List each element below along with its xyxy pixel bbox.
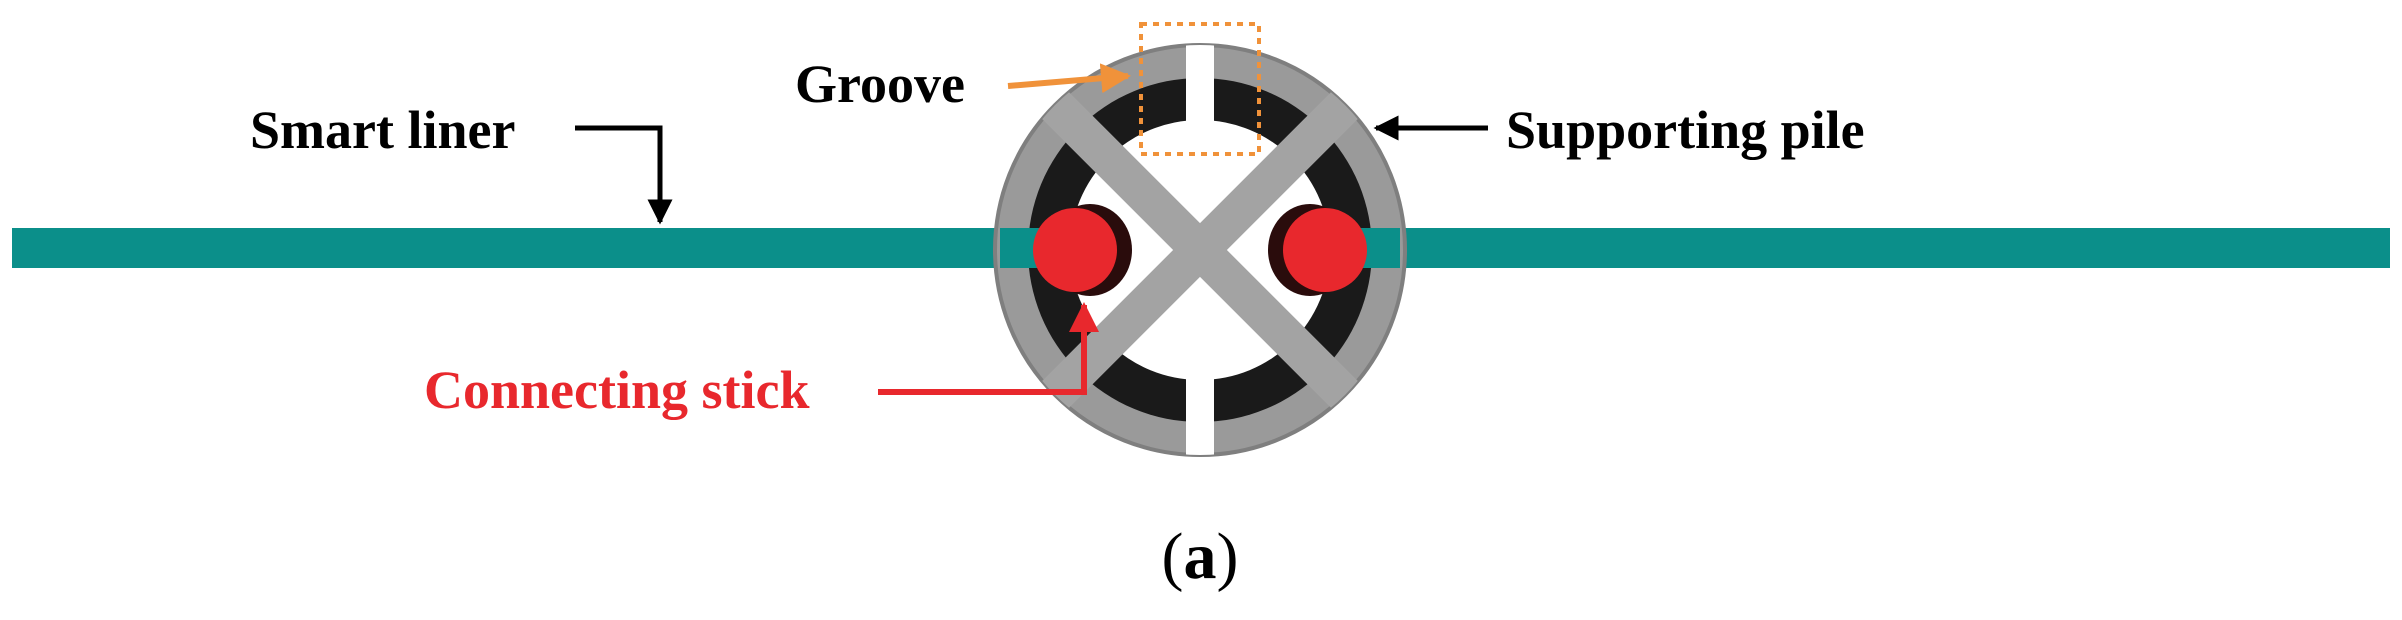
supporting-pile (993, 43, 1407, 457)
caption-close-paren: ) (1217, 520, 1239, 593)
groove-arrow (1007, 63, 1131, 94)
connecting-stick-label: Connecting stick (424, 360, 810, 420)
groove-label: Groove (795, 54, 965, 114)
connecting-stick-left (1033, 204, 1132, 296)
caption-letter: a (1184, 520, 1217, 593)
caption-open-paren: ( (1162, 520, 1184, 593)
figure-caption: (a) (1162, 520, 1239, 593)
connecting-stick-arrow (878, 302, 1099, 395)
smart-liner-label: Smart liner (250, 100, 515, 160)
smart-liner-arrow (575, 125, 673, 225)
connecting-stick-right (1268, 204, 1367, 296)
groove-highlight-box (1139, 22, 1261, 156)
supporting-pile-label: Supporting pile (1506, 100, 1865, 160)
